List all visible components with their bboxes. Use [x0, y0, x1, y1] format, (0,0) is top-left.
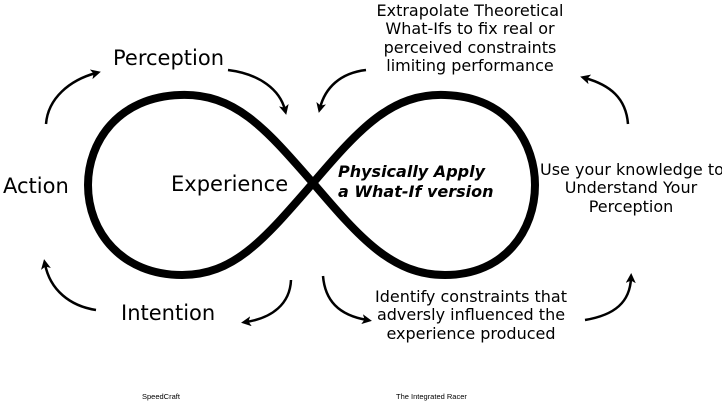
physically-apply-line1: Physically Apply	[338, 162, 486, 181]
extrapolate-line2: What-Ifs to fix real or	[385, 19, 555, 39]
footer-speedcraft: SpeedCraft	[142, 392, 180, 401]
label-experience: Experience	[171, 172, 289, 196]
identify-line1: Identify constraints that	[375, 287, 567, 306]
arrow-perception-to-experience	[227, 68, 289, 115]
extrapolate-line3: perceived constraints	[383, 37, 557, 57]
arrow-apply-to-identify	[321, 275, 372, 325]
extrapolate-line1: Extrapolate Theoretical	[376, 1, 564, 20]
arrow-experience-to-intention	[241, 279, 293, 327]
label-physically-apply: Physically Apply a What-If version	[338, 162, 494, 202]
physically-apply-line2: a What-If version	[338, 182, 494, 201]
arrow-intention-to-action	[41, 259, 97, 312]
label-perception: Perception	[113, 46, 225, 70]
label-intention: Intention	[121, 301, 216, 325]
identify-line3: experience produced	[386, 323, 556, 343]
arrow-understand-to-extrapolate	[580, 74, 630, 125]
understand-line3: Perception	[588, 196, 674, 216]
understand-line1: Use your knowledge to	[540, 160, 722, 179]
label-understand: Use your knowledge to Understand Your Pe…	[540, 160, 722, 216]
infinity-loop	[84, 90, 539, 279]
identify-line2: adversly influenced the	[376, 305, 566, 325]
understand-line2: Understand Your	[564, 178, 698, 198]
arrow-action-to-perception	[44, 69, 101, 125]
label-extrapolate: Extrapolate Theoretical What-Ifs to fix …	[374, 1, 566, 76]
extrapolate-line4: limiting performance	[386, 56, 554, 76]
arrow-identify-to-understand	[584, 273, 636, 322]
label-identify: Identify constraints that adversly influ…	[373, 287, 569, 343]
label-action: Action	[3, 174, 69, 198]
arrow-extrapolate-to-apply	[316, 68, 367, 113]
footer-integrated-racer: The Integrated Racer	[396, 392, 467, 401]
